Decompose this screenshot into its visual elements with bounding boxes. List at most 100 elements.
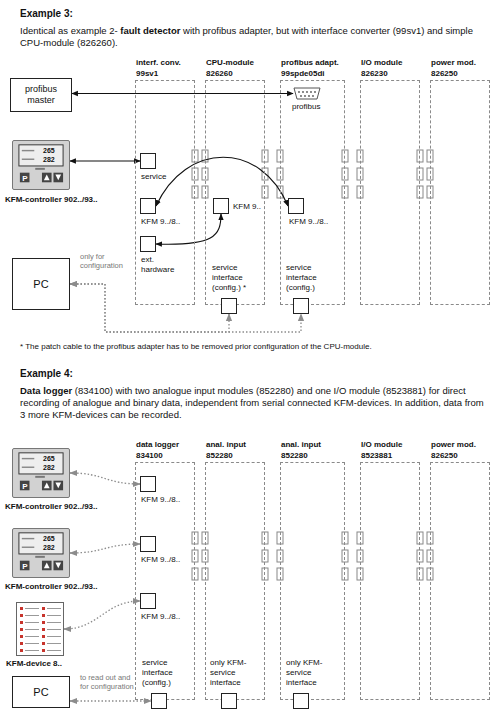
module-clip [417, 150, 423, 162]
display-value: 282 [43, 464, 55, 472]
module-heading: data logger [136, 440, 179, 450]
module-heading: 826260 [206, 69, 233, 79]
button-label: P [20, 562, 30, 572]
display-value: 282 [43, 544, 55, 552]
description: Identical as example 2-fault detectorwit… [20, 25, 486, 49]
display-value: 282 [43, 156, 55, 164]
module-box: power mod.826250 [430, 80, 490, 305]
module-box: I/O module826230 [360, 80, 420, 305]
label-text: * The patch cable to the profibus adapte… [20, 342, 490, 352]
module-clip [417, 568, 423, 580]
controller-icon: KFM-controller 902../93..265282P [12, 140, 70, 190]
controller-art [13, 529, 69, 577]
module-clip [262, 532, 268, 544]
node-text: profibus master [14, 84, 68, 106]
module-heading: 826250 [431, 69, 458, 79]
module-clip [342, 568, 348, 580]
port-box: only KFM-service interface [221, 693, 237, 709]
node-text: service interface (config.) * [212, 263, 264, 293]
config-connector [70, 284, 301, 332]
module-heading: interf. conv. [136, 58, 181, 68]
module-clip [342, 168, 348, 180]
node-text: KFM 9../8.. [289, 217, 328, 227]
node-text: KFM 9.. [233, 202, 261, 212]
node-text: KFM-controller 902../93.. [5, 502, 97, 512]
module-heading: power mod. [431, 440, 476, 450]
module-heading: CPU-module [206, 58, 254, 68]
pc-box: PC [12, 676, 70, 708]
profibus-connector: profibus [293, 87, 321, 100]
node-text: KFM-controller 902../93.. [5, 582, 97, 592]
node-text: KFM-device 8.. [6, 659, 62, 669]
module-heading: 99sv1 [136, 69, 158, 79]
node-text: PC [33, 279, 48, 290]
module-clip [192, 168, 198, 180]
module-clip [262, 550, 268, 562]
display-value: 265 [43, 455, 55, 463]
module-heading: 99spde05di [281, 69, 325, 79]
serial-connector [70, 160, 140, 161]
module-clip [262, 186, 268, 198]
port-box: KFM 9.. [213, 198, 229, 214]
label-text: fault detector [120, 25, 180, 36]
display-value: 265 [43, 147, 55, 155]
label-text: only for configuration [80, 252, 130, 270]
config-connector [70, 544, 140, 553]
node-text: service interface (config.) [286, 263, 338, 293]
module-heading: power mod. [431, 58, 476, 68]
config-connector [70, 700, 151, 701]
module-clip [417, 186, 423, 198]
config-connector [64, 601, 140, 629]
module-heading: I/O module [361, 440, 402, 450]
button-label: P [20, 174, 30, 184]
module-clip [342, 186, 348, 198]
module-heading: anal. input [281, 440, 321, 450]
label-text: Identical as example 2- [20, 25, 118, 36]
example-heading: Example 3: [20, 8, 73, 20]
module-box: I/O module8523881 [360, 462, 420, 700]
config-connector [70, 473, 140, 484]
node-text: KFM-controller 902../93.. [5, 195, 97, 205]
module-clip [417, 168, 423, 180]
module-box: CPU-module826260KFM 9..service interface… [205, 80, 265, 305]
node-text: service interface (config.) [142, 658, 194, 688]
controller-icon: KFM-controller 902../93..265282P [12, 528, 70, 578]
port-box: service [140, 153, 156, 169]
display-value: 265 [43, 535, 55, 543]
node-text: only KFM-service interface [286, 658, 338, 688]
label-text: (834100) with two analogue input modules… [20, 385, 484, 420]
module-clip [262, 168, 268, 180]
label-text: to read out and for configuration [80, 673, 136, 691]
module-heading: 852280 [281, 451, 308, 461]
pc-box: PC [12, 258, 70, 310]
node-text: KFM 9../8.. [141, 495, 180, 505]
node-text: KFM 9../8.. [141, 612, 180, 622]
port-box: service interface (config.) [293, 298, 309, 314]
module-clip [342, 550, 348, 562]
module-heading: 826230 [361, 69, 388, 79]
node-text: ext. hardware [141, 255, 185, 275]
button-label: P [20, 482, 30, 492]
module-heading: 852280 [206, 451, 233, 461]
module-box: interf. conv.99sv1serviceKFM 9../8..ext.… [135, 80, 195, 305]
module-heading: 826250 [431, 451, 458, 461]
controller-art [13, 141, 69, 189]
node-text: KFM 9../8.. [141, 217, 180, 227]
label-text: Data logger [20, 385, 72, 396]
module-clip [192, 532, 198, 544]
controller-art [13, 449, 69, 497]
module-clip [192, 550, 198, 562]
module-box: anal. input852280only KFM-service interf… [205, 462, 265, 700]
module-heading: 8523881 [361, 451, 392, 461]
module-heading: anal. input [206, 440, 246, 450]
module-clip [192, 186, 198, 198]
device-icon: KFM-device 8.. [16, 602, 64, 656]
module-clip [192, 568, 198, 580]
port-box: KFM 9../8.. [140, 198, 156, 214]
example-heading: Example 4: [20, 368, 73, 380]
node-text: profibus [292, 102, 320, 112]
controller-icon: KFM-controller 902../93..265282P [12, 448, 70, 498]
node-text: PC [33, 687, 48, 698]
module-box: anal. input852280only KFM-service interf… [280, 462, 345, 700]
